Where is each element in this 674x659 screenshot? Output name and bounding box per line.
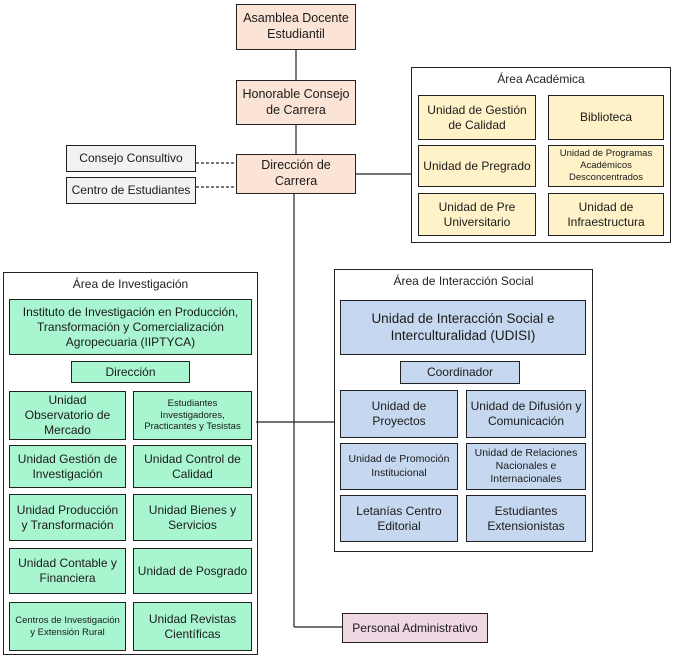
asamblea-box: Asamblea Docente Estudiantil: [236, 4, 356, 50]
area-investigacion-title: Área de Investigación: [72, 277, 189, 291]
unidad-posgrado: Unidad de Posgrado: [133, 548, 252, 594]
direccion-carrera-box: Dirección de Carrera: [236, 154, 356, 194]
area-interaccion-title: Área de Interacción Social: [393, 274, 534, 288]
unidad-gestion-investigacion: Unidad Gestión de Investigación: [9, 445, 126, 488]
area-investigacion: Área de Investigación: [3, 272, 258, 655]
area-interaccion-social: Área de Interacción Social: [334, 269, 593, 552]
personal-administrativo-box: Personal Administrativo: [342, 613, 488, 643]
unidad-programas-desconcentrados: Unidad de Programas Académicos Desconcen…: [548, 145, 664, 187]
estudiantes-extensionistas: Estudiantes Extensionistas: [466, 495, 586, 542]
instituto-iiptyca: Instituto de Investigación en Producción…: [9, 299, 252, 355]
unidad-observatorio-mercado: Unidad Observatorio de Mercado: [9, 391, 126, 440]
centros-investigacion-extension: Centros de Investigación y Extensión Rur…: [9, 602, 126, 651]
area-academica-title: Área Académica: [497, 72, 585, 86]
centro-estudiantes-box: Centro de Estudiantes: [66, 177, 196, 204]
unidad-pregrado: Unidad de Pregrado: [418, 145, 536, 187]
direccion-investigacion: Dirección: [71, 361, 190, 383]
unidad-bienes-servicios: Unidad Bienes y Servicios: [133, 494, 252, 541]
unidad-pre-universitario: Unidad de Pre Universitario: [418, 193, 536, 236]
unidad-relaciones-internacionales: Unidad de Relaciones Nacionales e Intern…: [466, 443, 586, 490]
unidad-proyectos: Unidad de Proyectos: [340, 390, 458, 438]
unidad-contable-financiera: Unidad Contable y Financiera: [9, 548, 126, 594]
unidad-produccion-transformacion: Unidad Producción y Transformación: [9, 494, 126, 541]
unidad-control-calidad: Unidad Control de Calidad: [133, 445, 252, 488]
letanias-centro-editorial: Letanías Centro Editorial: [340, 495, 458, 542]
coordinador-box: Coordinador: [400, 361, 520, 384]
unidad-gestion-calidad: Unidad de Gestión de Calidad: [418, 95, 536, 140]
unidad-revistas-cientificas: Unidad Revistas Científicas: [133, 602, 252, 651]
biblioteca: Biblioteca: [548, 95, 664, 140]
unidad-promocion-institucional: Unidad de Promoción Institucional: [340, 443, 458, 490]
estudiantes-investigadores: Estudiantes Investigadores, Practicantes…: [133, 391, 252, 440]
consejo-box: Honorable Consejo de Carrera: [236, 80, 356, 125]
unidad-difusion-comunicacion: Unidad de Difusión y Comunicación: [466, 390, 586, 438]
udisi-box: Unidad de Interacción Social e Intercult…: [340, 300, 586, 355]
area-academica: Área Académica: [411, 67, 671, 243]
unidad-infraestructura: Unidad de Infraestructura: [548, 193, 664, 236]
consejo-consultivo-box: Consejo Consultivo: [66, 145, 196, 172]
